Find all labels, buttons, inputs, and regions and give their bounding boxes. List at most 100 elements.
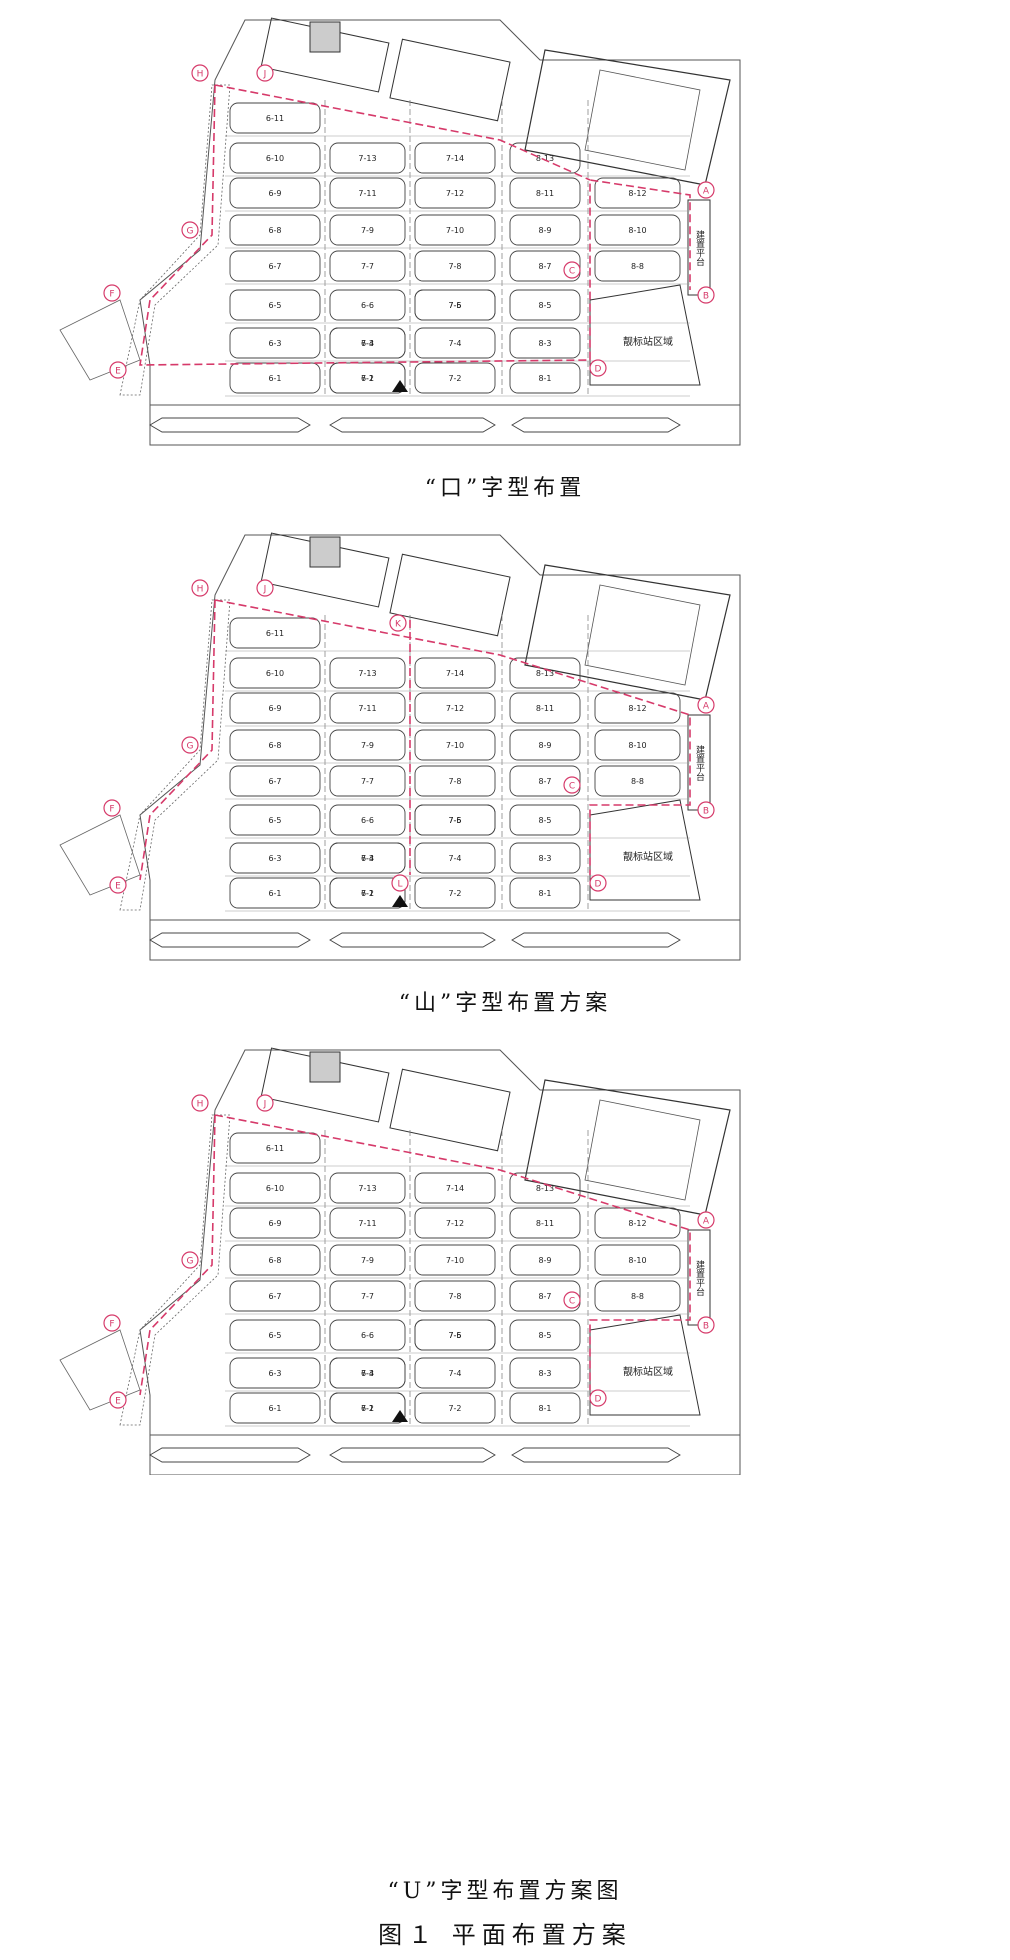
plot-label: 8-12 xyxy=(628,1219,646,1228)
east-building-inner xyxy=(584,69,701,171)
plot-block xyxy=(509,765,581,797)
plot-label: 6-4 xyxy=(361,854,374,863)
plot-block xyxy=(509,1319,581,1351)
plot-label: 6-6 xyxy=(361,816,374,825)
point-label: L xyxy=(397,880,402,890)
entrance-marker xyxy=(392,895,408,907)
west-pad xyxy=(59,299,141,381)
hatched-block xyxy=(309,21,341,53)
plot-label: 6-7 xyxy=(268,777,281,786)
parking-lane xyxy=(329,417,496,433)
plot-label: 6-2 xyxy=(361,1404,374,1413)
site-boundary xyxy=(139,1049,741,1475)
plot-block xyxy=(414,214,496,246)
plot-block xyxy=(414,1357,496,1389)
plot-block xyxy=(329,1280,406,1312)
plot-block xyxy=(414,729,496,761)
plot-block xyxy=(509,1244,581,1276)
plot-label: 7-9 xyxy=(361,226,374,235)
plot-block xyxy=(594,1244,681,1276)
point-c xyxy=(563,776,581,794)
plot-block xyxy=(229,214,321,246)
material-route xyxy=(139,84,691,366)
parking-lane xyxy=(511,417,681,433)
plot-block xyxy=(594,1207,681,1239)
material-route xyxy=(139,599,691,881)
plot-block xyxy=(329,177,406,209)
plot-label: 7-1 xyxy=(361,374,374,383)
plot-block xyxy=(229,177,321,209)
plot-label: 7-3 xyxy=(361,854,374,863)
plot-block xyxy=(229,1172,321,1204)
plot-block xyxy=(229,362,321,394)
point-label: H xyxy=(197,1100,204,1110)
plot-label: 6-1 xyxy=(268,889,281,898)
hatched-block xyxy=(309,536,341,568)
plot-block xyxy=(229,877,321,909)
plot-block xyxy=(329,214,406,246)
plot-block xyxy=(414,1244,496,1276)
east-building-inner xyxy=(584,584,701,686)
plot-block xyxy=(509,142,581,174)
plot-label: 7-7 xyxy=(361,1292,374,1301)
plot-label: 7-5 xyxy=(448,301,461,310)
plot-label: 6-8 xyxy=(268,1256,281,1265)
entrance-marker xyxy=(392,380,408,392)
point-g xyxy=(181,221,199,239)
plot-label: 7-1 xyxy=(361,889,374,898)
panel-2-caption: “山”字型布置方案 xyxy=(398,991,612,1016)
point-label: B xyxy=(703,1322,709,1332)
plot-block xyxy=(509,1357,581,1389)
plot-block xyxy=(329,1357,406,1389)
station-region xyxy=(589,799,701,901)
plot-label: 7-2 xyxy=(448,1404,461,1413)
plot-label: 8-7 xyxy=(538,1292,551,1301)
plot-label: 7-5 xyxy=(448,1331,461,1340)
point-h xyxy=(191,64,209,82)
plot-label: 7-9 xyxy=(361,741,374,750)
point-b xyxy=(697,1316,715,1334)
plot-label: 6-3 xyxy=(268,339,281,348)
plot-label: 6-8 xyxy=(268,741,281,750)
plot-label: 6-1 xyxy=(268,1404,281,1413)
point-d xyxy=(589,874,607,892)
plot-label: 6-5 xyxy=(268,1331,281,1340)
plot-block xyxy=(594,692,681,724)
plot-label: 8-13 xyxy=(536,669,554,678)
plot-block xyxy=(329,692,406,724)
plot-label: 7-11 xyxy=(358,1219,376,1228)
plot-label: 8-9 xyxy=(538,226,551,235)
plot-label: 7-12 xyxy=(446,189,464,198)
plot-label: 7-2 xyxy=(448,889,461,898)
plot-block xyxy=(329,1172,406,1204)
plot-label: 8-1 xyxy=(538,889,551,898)
plot-label: 8-9 xyxy=(538,1256,551,1265)
point-e xyxy=(109,876,127,894)
building-north-2 xyxy=(389,1068,511,1152)
station-region-label: 靓标站区域 xyxy=(623,335,673,348)
station-region xyxy=(589,284,701,386)
plot-block xyxy=(229,617,321,649)
site-plan-u: 靓标站区域建置平台6-116-106-96-86-76-66-46-27-137… xyxy=(59,1047,741,1475)
panel-1-caption: “口”字型布置 xyxy=(424,476,586,501)
plot-label: 8-5 xyxy=(538,301,551,310)
plot-block xyxy=(414,142,496,174)
plot-block xyxy=(229,1357,321,1389)
plot-block xyxy=(509,250,581,282)
plot-label: 6-3 xyxy=(268,1369,281,1378)
plot-block xyxy=(594,729,681,761)
plot-label: 8-1 xyxy=(538,1404,551,1413)
platform-label: 建置平台 xyxy=(694,744,705,782)
point-label: G xyxy=(187,742,194,752)
east-building xyxy=(524,1079,731,1216)
point-label: J xyxy=(263,1100,267,1110)
point-label: E xyxy=(115,367,121,377)
plot-block xyxy=(329,1319,406,1351)
point-e xyxy=(109,361,127,379)
building-north-2 xyxy=(389,553,511,637)
plot-block xyxy=(509,1392,581,1424)
plot-block xyxy=(229,327,321,359)
west-pad xyxy=(59,814,141,896)
plot-label: 8-13 xyxy=(536,154,554,163)
plot-block xyxy=(594,214,681,246)
